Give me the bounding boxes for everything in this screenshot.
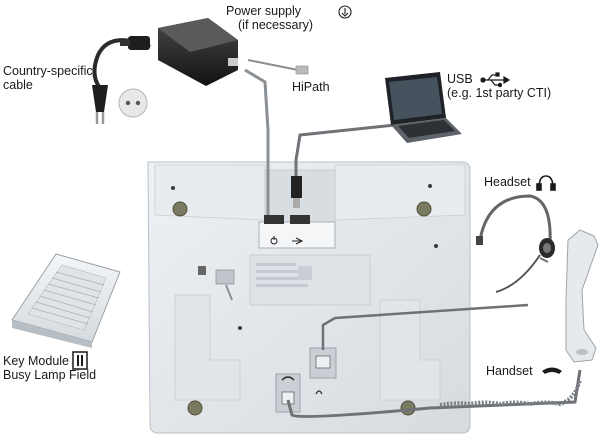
usb-label: USB <box>447 72 473 86</box>
power-supply-label: Power supply <box>226 4 302 18</box>
usb-icon <box>480 72 511 88</box>
key-module-icon <box>72 351 88 370</box>
hipath-label: HiPath <box>292 80 330 94</box>
key-module-device <box>11 253 121 348</box>
handset-device <box>565 229 599 363</box>
hipath-connector <box>295 65 309 75</box>
handset-label: Handset <box>486 364 533 378</box>
country-cable-label-line1: Country-specific <box>3 64 93 78</box>
key-module-label-line2: Busy Lamp Field <box>3 368 97 382</box>
if-necessary-label: (if necessary) <box>238 18 314 32</box>
cables <box>92 38 582 418</box>
handset-icon <box>542 367 562 374</box>
headset-icon <box>536 175 556 191</box>
phone-base <box>147 161 471 434</box>
headset-device <box>476 194 555 293</box>
power-icon <box>338 5 352 19</box>
power-supply-unit <box>120 18 238 86</box>
laptop <box>385 72 462 143</box>
headset-label: Headset <box>484 175 531 189</box>
usb-note-label: (e.g. 1st party CTI) <box>447 86 552 100</box>
key-module-label-line1: Key Module <box>3 354 70 368</box>
power-plug <box>92 85 148 124</box>
country-cable-label-line2: cable <box>3 78 33 92</box>
usb-connector <box>291 176 302 208</box>
